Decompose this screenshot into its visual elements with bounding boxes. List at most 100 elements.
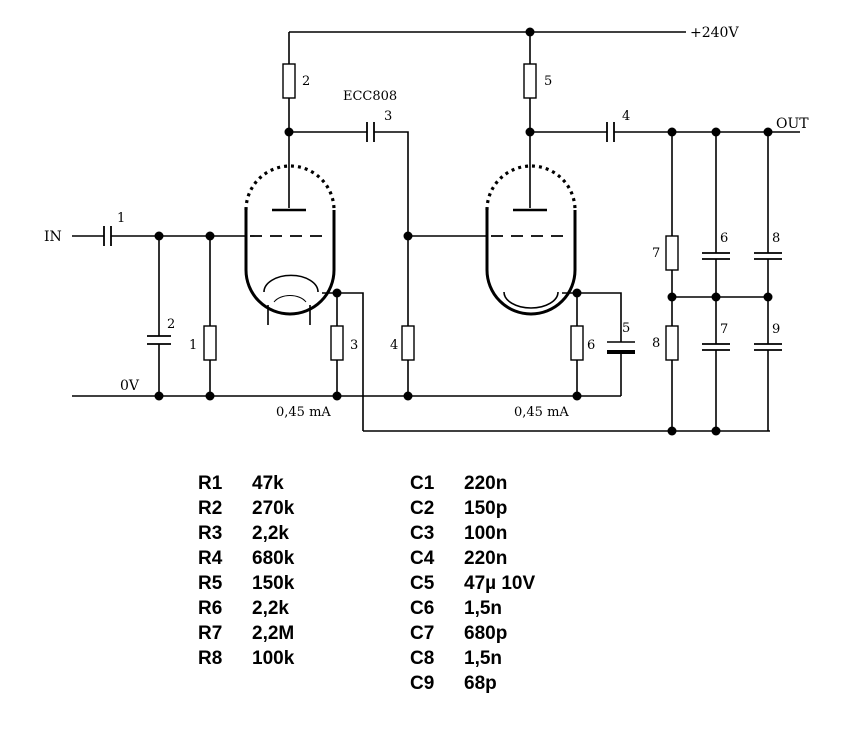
tube-1-heater-arc: [273, 294, 307, 303]
resistor-value: 150k: [252, 573, 295, 594]
r8-number: 8: [652, 336, 660, 351]
resistor-ref: R7: [198, 623, 223, 644]
junction-dot: [332, 391, 342, 401]
c3-number: 3: [384, 109, 392, 124]
r6-number: 6: [587, 338, 595, 353]
resistor-r5: [523, 63, 537, 99]
c9-number: 9: [772, 322, 780, 337]
c6-number: 6: [720, 231, 728, 246]
capacitor-ref: C7: [410, 623, 435, 644]
tube-2: [485, 164, 577, 316]
resistor-ref: R5: [198, 573, 223, 594]
resistor-r3: [330, 325, 344, 361]
capacitor-ref: C9: [410, 673, 435, 694]
tube-1-envelope: [244, 210, 336, 316]
capacitor-ref: C5: [410, 573, 435, 594]
resistor-r4: [401, 325, 415, 361]
ground-label: 0V: [120, 378, 140, 394]
r2-number: 2: [302, 74, 310, 89]
resistor-row: R5 150k: [198, 571, 294, 596]
capacitor-ref: C6: [410, 598, 435, 619]
resistor-ref: R8: [198, 648, 223, 669]
junction-dot: [711, 426, 721, 436]
current-label-1: 0,45 mA: [276, 405, 331, 420]
capacitor-row: C8 1,5n: [410, 646, 535, 671]
junction-dot: [205, 231, 215, 241]
resistor-row: R4 680k: [198, 546, 294, 571]
junction-dot: [711, 292, 721, 302]
capacitor-ref: C4: [410, 548, 435, 569]
c4-number: 4: [622, 109, 630, 124]
output-label: OUT: [776, 116, 809, 132]
input-label: IN: [44, 229, 62, 245]
junction-dot: [525, 27, 535, 37]
current-label-2: 0,45 mA: [514, 405, 569, 420]
capacitor-c9: [754, 343, 782, 351]
resistor-value: 100k: [252, 648, 295, 669]
resistor-value: 2,2M: [252, 623, 295, 644]
resistor-ref: R2: [198, 498, 223, 519]
resistor-value: 270k: [252, 498, 295, 519]
c8-number: 8: [772, 231, 780, 246]
resistor-value: 680k: [252, 548, 295, 569]
junction-dot: [403, 391, 413, 401]
resistor-r1: [203, 325, 217, 361]
component-numbers: 1 2 3 4 5 6 7 8 1 2 3 4 5 6 7 8 9: [117, 74, 780, 353]
tube-1-envelope-top: [244, 164, 336, 211]
resistor-r2: [282, 63, 296, 99]
resistor-row: R7 2,2M: [198, 621, 294, 646]
capacitor-ref: C8: [410, 648, 435, 669]
resistor-ref: R6: [198, 598, 223, 619]
capacitor-c5: [607, 341, 635, 354]
junction-dot: [572, 391, 582, 401]
junction-dot: [332, 288, 342, 298]
capacitor-ref: C1: [410, 473, 435, 494]
resistor-value: 2,2k: [252, 598, 289, 619]
tube-1: [244, 164, 336, 325]
resistor-r6: [570, 325, 584, 361]
capacitor-c1: [103, 226, 112, 246]
capacitor-c6: [702, 252, 730, 260]
resistor-value: 2,2k: [252, 523, 289, 544]
tube-2-envelope: [485, 210, 577, 316]
junction-dot: [667, 127, 677, 137]
resistor-value: 47k: [252, 473, 284, 494]
capacitor-c2: [147, 335, 171, 345]
capacitor-value: 220n: [464, 548, 508, 569]
tube-1-heater: [267, 305, 311, 325]
tube-2-envelope-top: [485, 164, 577, 211]
tube-type-label: ECC808: [343, 89, 397, 104]
capacitor-value: 1,5n: [464, 598, 503, 619]
capacitor-row: C5 47µ 10V: [410, 571, 535, 596]
capacitor-row: C6 1,5n: [410, 596, 535, 621]
junction-dot: [763, 127, 773, 137]
supply-label: +240V: [690, 25, 739, 41]
resistors: [203, 63, 679, 361]
junction-dot: [154, 391, 164, 401]
capacitor-c8: [754, 252, 782, 260]
capacitor-c3: [366, 122, 375, 142]
junction-dot: [205, 391, 215, 401]
c3-right-lead: [374, 131, 409, 236]
capacitor-value: 1,5n: [464, 648, 503, 669]
junction-dot: [284, 127, 294, 137]
resistor-row: R6 2,2k: [198, 596, 294, 621]
junction-dot: [763, 292, 773, 302]
capacitor-c4: [606, 122, 615, 142]
r7-number: 7: [652, 246, 660, 261]
net-labels: +240V IN OUT 0V ECC808 0,45 mA 0,45 mA: [44, 25, 809, 420]
resistor-ref: R4: [198, 548, 223, 569]
resistor-row: R8 100k: [198, 646, 294, 671]
c1-number: 1: [117, 211, 125, 226]
capacitor-value: 47µ 10V: [464, 573, 536, 594]
